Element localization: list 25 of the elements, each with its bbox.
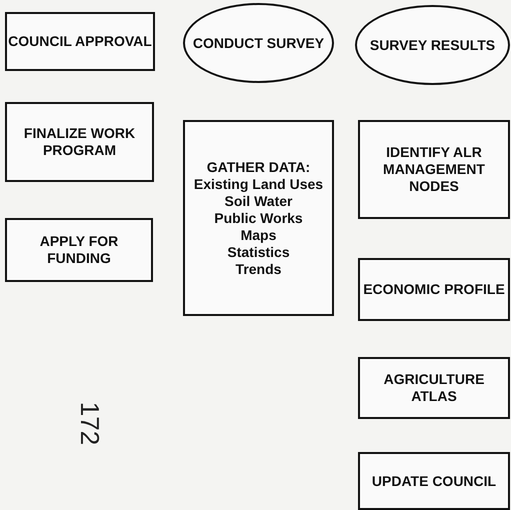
node-text: Public Works — [214, 210, 303, 226]
node-text: CONDUCT SURVEY — [192, 34, 324, 52]
node-text: AGRICULTURE ATLAS — [382, 371, 486, 405]
node-text: Soil Water — [224, 192, 292, 210]
node-text: IDENTIFY ALR MANAGEMENT NODES — [382, 144, 486, 195]
node-text: Maps — [240, 226, 276, 244]
process-box — [183, 120, 334, 316]
node-text: Existing Land Uses — [194, 176, 324, 192]
node-text: FINALIZE WORK PROGRAM — [22, 125, 136, 159]
node-text: Trends — [236, 260, 282, 278]
process-box — [5, 102, 154, 182]
process-box — [358, 452, 510, 510]
node-heading: GATHER DATA: — [206, 158, 310, 176]
node-text: APPLY FOR FUNDING — [38, 233, 120, 267]
process-box — [5, 12, 155, 71]
node-text: SURVEY RESULTS — [370, 36, 496, 54]
process-box — [358, 258, 510, 321]
node-text: Statistics — [227, 244, 290, 260]
node-text: UPDATE COUNCIL — [372, 472, 496, 490]
process-box — [358, 357, 510, 419]
process-box — [358, 120, 510, 219]
node-text: ECONOMIC PROFILE — [363, 281, 505, 298]
process-box — [5, 218, 153, 282]
page-number: 172 — [74, 402, 106, 446]
node-text: COUNCIL APPROVAL — [8, 33, 152, 50]
